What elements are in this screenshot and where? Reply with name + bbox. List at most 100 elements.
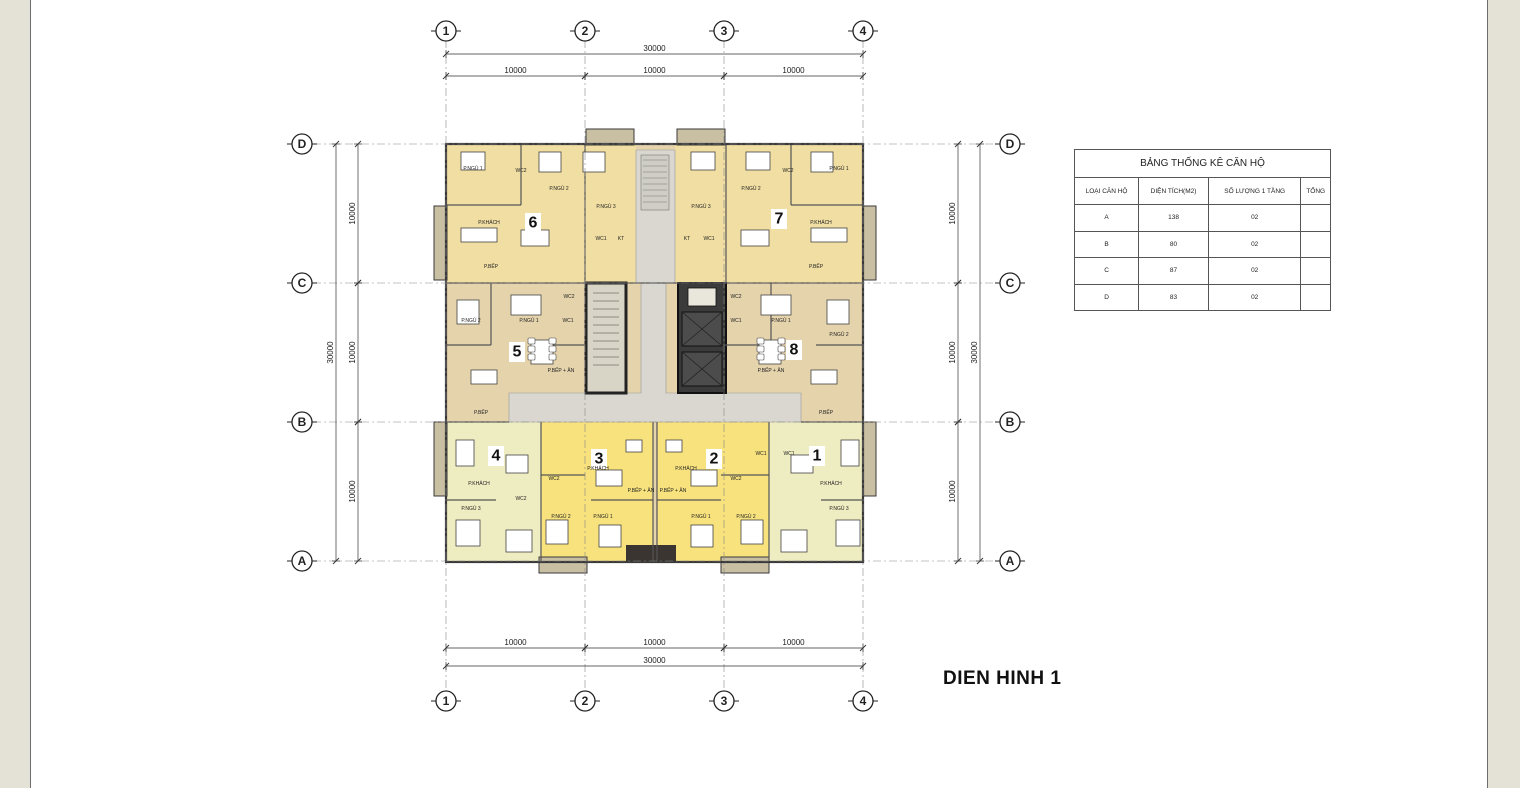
furniture bbox=[740, 519, 764, 545]
room-label: P.NGỦ 3 bbox=[461, 505, 481, 512]
grid-column-label: 4 bbox=[860, 24, 867, 38]
dimension-bay-top: 10000 bbox=[504, 66, 527, 75]
balcony bbox=[585, 128, 635, 146]
elevator-cross bbox=[681, 311, 723, 347]
table-row: C 87 02 bbox=[1073, 257, 1331, 285]
dimension-slash bbox=[720, 72, 728, 80]
furniture bbox=[780, 529, 808, 553]
grid-column-label: 4 bbox=[860, 694, 867, 708]
room-label: WC2 bbox=[730, 476, 741, 482]
chair bbox=[548, 345, 557, 353]
dimension-bay-right: 10000 bbox=[948, 341, 957, 364]
room-label: WC1 bbox=[562, 318, 573, 324]
header-area: DIỆN TÍCH(M2) bbox=[1138, 177, 1209, 205]
unit-number: 4 bbox=[492, 448, 501, 465]
header-total: TỔNG bbox=[1300, 177, 1331, 205]
apartment-statistics-table: BẢNG THỐNG KÊ CĂN HỘ LOẠI CĂN HỘ DIỆN TÍ… bbox=[1073, 149, 1331, 311]
table-row: D 83 02 bbox=[1073, 283, 1331, 311]
dimension-bay-bottom: 10000 bbox=[643, 638, 666, 647]
balcony bbox=[862, 421, 877, 497]
furniture bbox=[595, 469, 623, 487]
grid-row-label: C bbox=[1006, 276, 1015, 290]
furniture bbox=[460, 151, 486, 171]
cell-total bbox=[1300, 283, 1331, 311]
room-label: WC2 bbox=[548, 476, 559, 482]
grid-column-label: 3 bbox=[721, 24, 728, 38]
furniture bbox=[455, 439, 475, 467]
balcony bbox=[862, 205, 877, 281]
kt-room bbox=[687, 287, 717, 307]
unit-number: 1 bbox=[813, 448, 822, 465]
furniture bbox=[545, 519, 569, 545]
room-label: P.NGỦ 2 bbox=[549, 185, 569, 192]
furniture bbox=[510, 294, 542, 316]
dimension-total-bottom: 30000 bbox=[643, 656, 666, 665]
cell-area: 80 bbox=[1138, 230, 1209, 258]
dimension-slash bbox=[859, 662, 867, 670]
furniture bbox=[810, 151, 834, 173]
dimension-slash bbox=[976, 557, 984, 565]
furniture bbox=[835, 519, 861, 547]
dimension-bay-left: 10000 bbox=[348, 480, 357, 503]
cell-type: C bbox=[1073, 257, 1140, 285]
balcony bbox=[720, 556, 770, 574]
balcony bbox=[676, 128, 726, 146]
dimension-slash bbox=[581, 72, 589, 80]
furniture bbox=[505, 529, 533, 553]
cell-total bbox=[1300, 230, 1331, 258]
corridor-stair bbox=[640, 154, 670, 211]
furniture bbox=[538, 151, 562, 173]
dimension-slash bbox=[859, 50, 867, 58]
room-label: KT bbox=[684, 236, 690, 242]
room-label: P.BẾP + ĂN bbox=[758, 367, 785, 374]
furniture bbox=[625, 439, 643, 453]
cell-count: 02 bbox=[1207, 283, 1302, 311]
cell-area: 83 bbox=[1138, 283, 1209, 311]
dimension-bay-left: 10000 bbox=[348, 341, 357, 364]
chair bbox=[777, 345, 786, 353]
room-label: P.BẾP bbox=[484, 263, 499, 270]
furniture bbox=[826, 299, 850, 325]
cell-area: 138 bbox=[1138, 204, 1209, 232]
chair bbox=[527, 345, 536, 353]
unit-number-box bbox=[786, 340, 802, 360]
room-label: P.BẾP + ĂN bbox=[628, 487, 655, 494]
furniture bbox=[690, 151, 716, 171]
room-label: P.KHÁCH bbox=[810, 219, 832, 226]
dimension-total-top: 30000 bbox=[643, 44, 666, 53]
dimension-slash bbox=[954, 418, 962, 426]
cell-type: D bbox=[1073, 283, 1140, 311]
grid-column-label: 2 bbox=[582, 24, 589, 38]
chair bbox=[777, 353, 786, 361]
furniture bbox=[810, 227, 848, 243]
unit-number: 2 bbox=[710, 451, 719, 468]
cell-count: 02 bbox=[1207, 257, 1302, 285]
dimension-bay-left: 10000 bbox=[348, 202, 357, 225]
room-label: P.NGỦ 1 bbox=[519, 317, 539, 324]
grid-column-label: 1 bbox=[443, 694, 450, 708]
furniture bbox=[505, 454, 529, 474]
cell-total bbox=[1300, 204, 1331, 232]
unit-number-box bbox=[488, 446, 504, 466]
grid-row-label: A bbox=[298, 554, 307, 568]
core-stair bbox=[584, 281, 628, 395]
dimension-total-left: 30000 bbox=[326, 341, 335, 364]
floor-title: DIEN HINH 1 bbox=[943, 668, 1062, 689]
unit-number: 7 bbox=[775, 211, 784, 228]
room-label: P.KHÁCH bbox=[820, 480, 842, 487]
dimension-bay-right: 10000 bbox=[948, 480, 957, 503]
room-label: WC2 bbox=[515, 496, 526, 502]
furniture bbox=[598, 524, 622, 548]
chair bbox=[756, 353, 765, 361]
room-label: P.NGỦ 1 bbox=[691, 513, 711, 520]
room-label: P.NGỦ 3 bbox=[829, 505, 849, 512]
dimension-slash bbox=[332, 140, 340, 148]
room-label: P.NGỦ 2 bbox=[829, 331, 849, 338]
dimension-bay-bottom: 10000 bbox=[504, 638, 527, 647]
unit-number-box bbox=[771, 209, 787, 229]
room-label: P.NGỦ 1 bbox=[593, 513, 613, 520]
room-label: P.BẾP bbox=[474, 409, 489, 416]
dimension-total-right: 30000 bbox=[970, 341, 979, 364]
room-label: P.KHÁCH bbox=[587, 465, 609, 472]
